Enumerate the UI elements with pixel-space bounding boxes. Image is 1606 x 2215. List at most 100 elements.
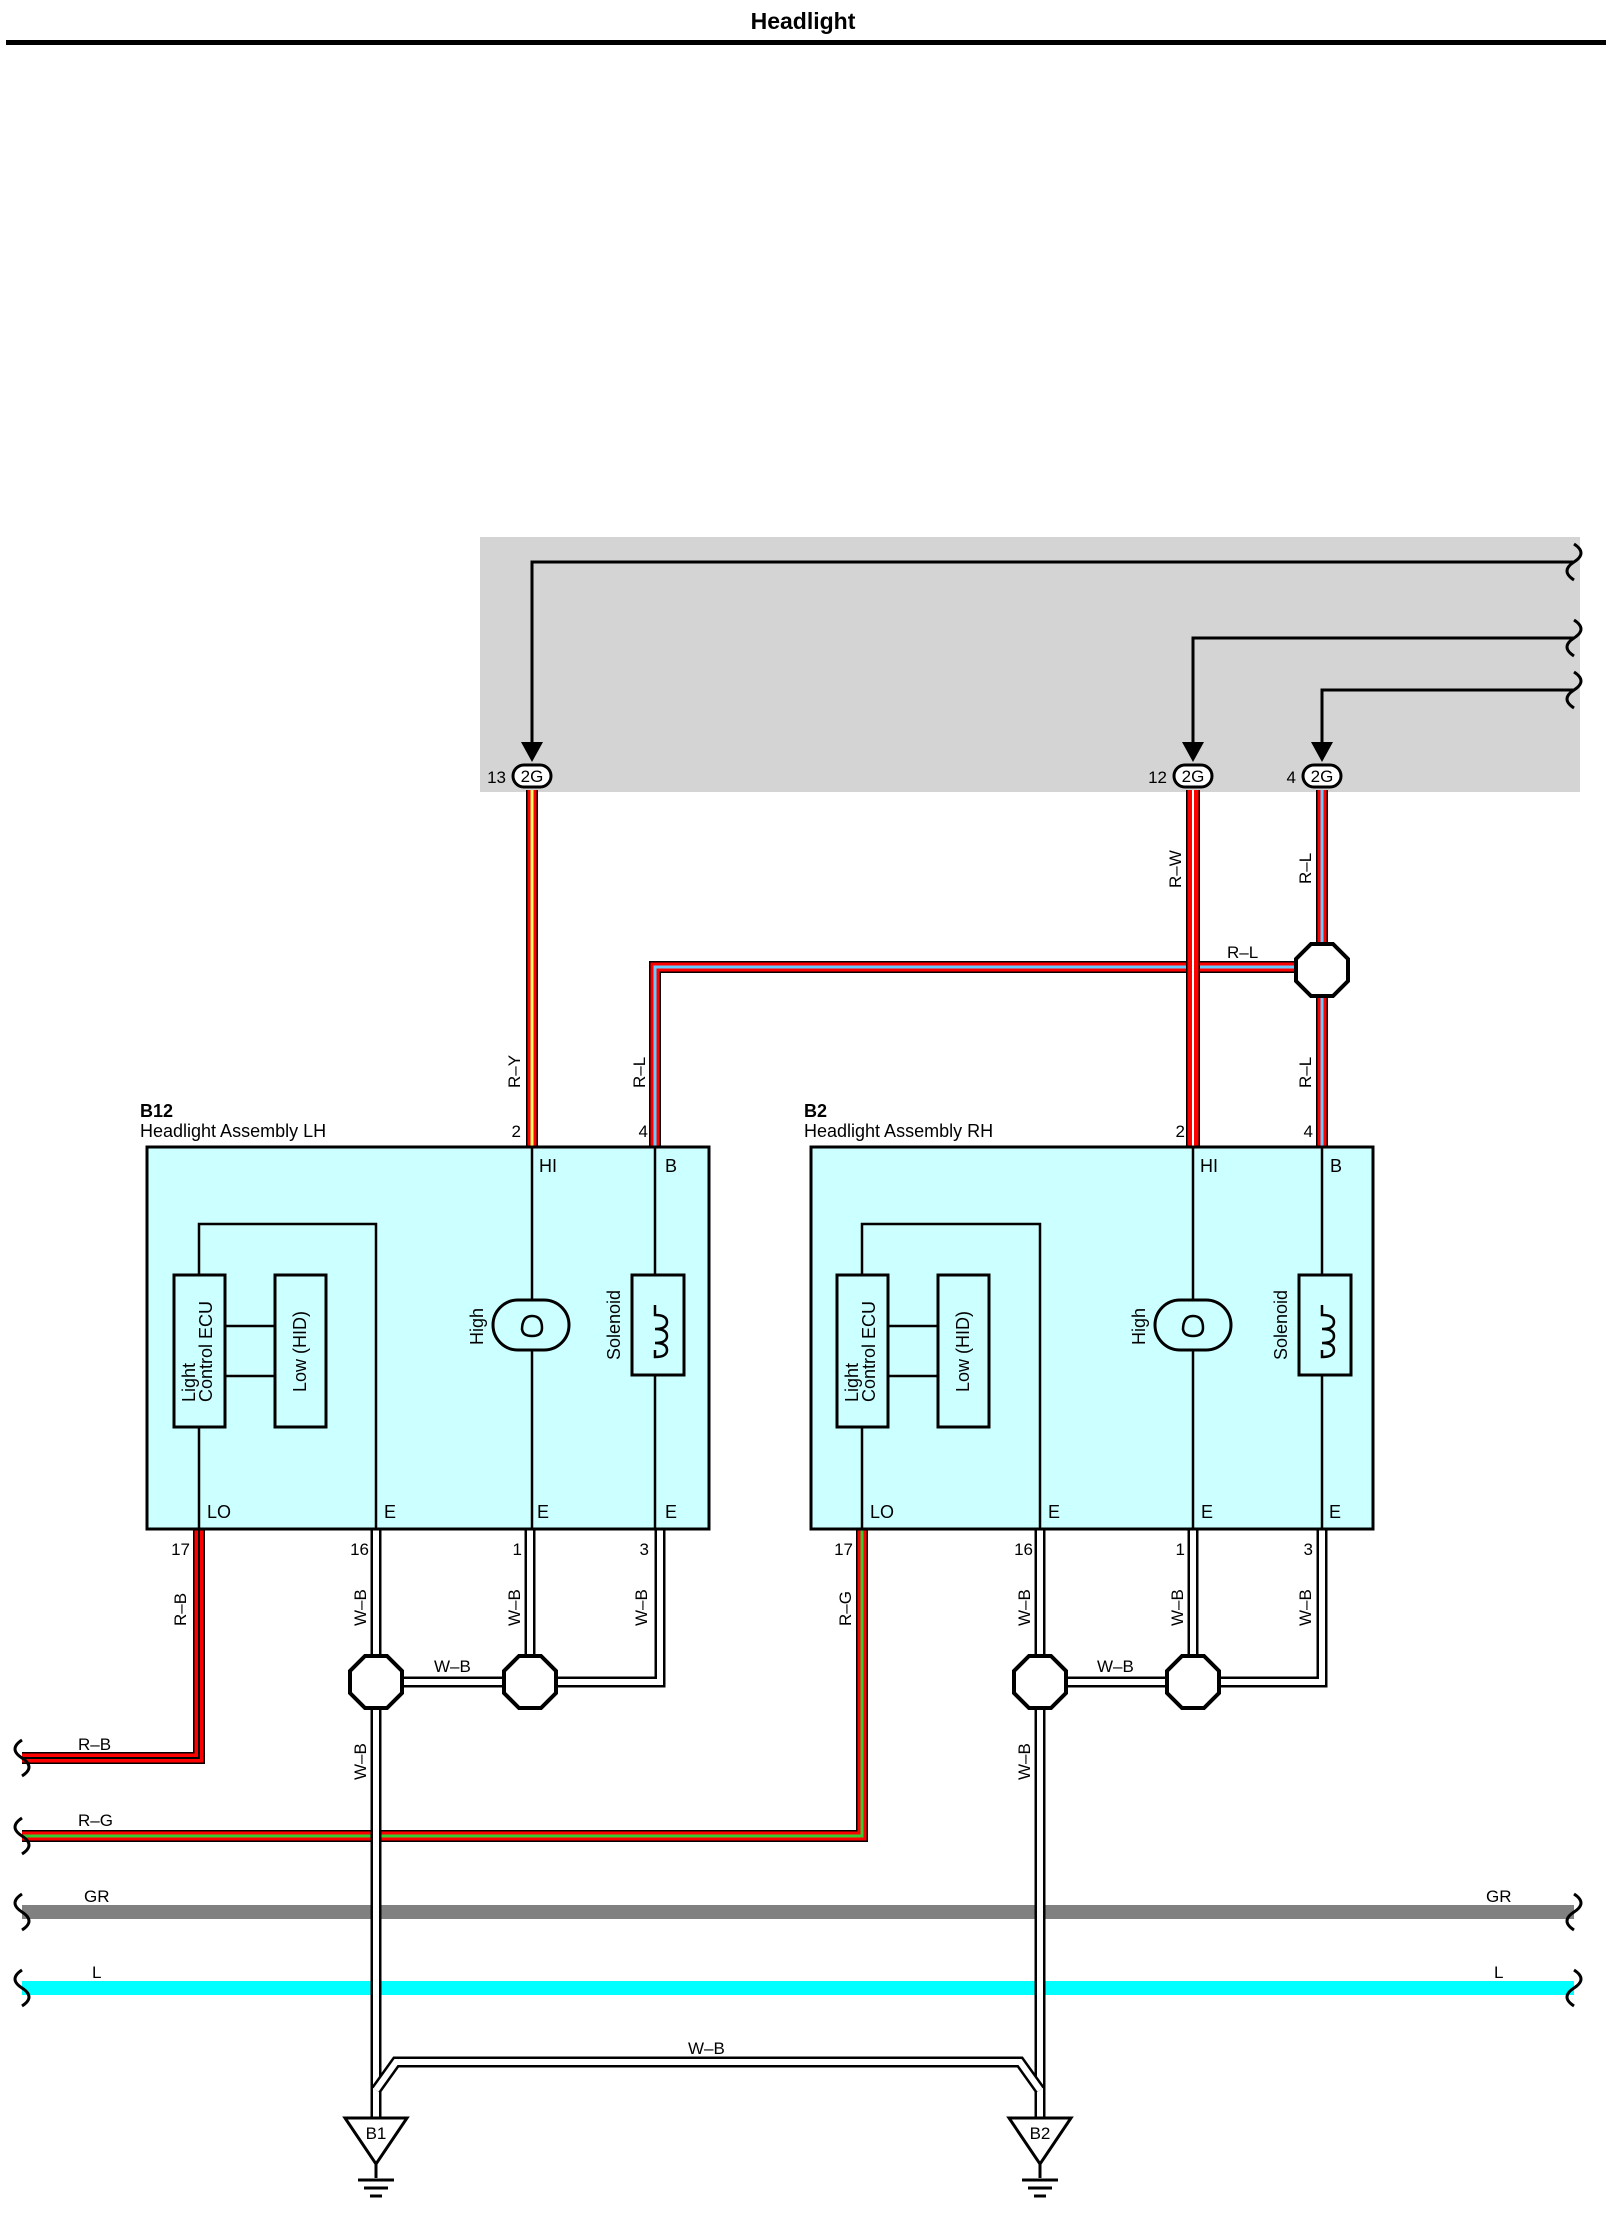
component-id-lh: B12 [140, 1101, 173, 1121]
solenoid-coil-icon [653, 1305, 669, 1359]
terminal-e: E [1329, 1502, 1341, 1522]
wire-w-b-ground-link [371, 2056, 1045, 2094]
pin-hi-lh: 2 [512, 1122, 521, 1141]
ground-b2: B2 [1006, 2116, 1074, 2198]
wire-label-w-b: W–B [351, 1589, 370, 1626]
filament-icon [520, 1314, 544, 1338]
connector-label: 2G [1311, 767, 1334, 786]
connector-pin: 4 [1287, 768, 1296, 787]
solenoid-rh [1297, 1273, 1353, 1377]
high-label: High [1129, 1308, 1149, 1345]
wire-label-w-b: W–B [1015, 1743, 1034, 1780]
pin-b-lh: 4 [639, 1122, 648, 1141]
wire-label-gr: GR [84, 1887, 110, 1906]
connector-13-2g: 2G 13 [487, 763, 553, 789]
pin-e3-lh: 3 [640, 1540, 649, 1559]
wire-label-w-b: W–B [1015, 1589, 1034, 1626]
ground-label: B1 [366, 2124, 387, 2143]
pin-b-rh: 4 [1304, 1122, 1313, 1141]
wire-label-r-l: R–L [630, 1057, 649, 1088]
terminal-lo: LO [207, 1502, 231, 1522]
wire-label-l: L [92, 1963, 101, 1982]
high-beam-bulb-lh [491, 1298, 571, 1352]
pin-e1-rh: 16 [1014, 1540, 1033, 1559]
ecu-label-line1: Light [179, 1363, 199, 1402]
solenoid-label: Solenoid [604, 1290, 624, 1360]
wire-label-w-b: W–B [351, 1743, 370, 1780]
component-id-rh: B2 [804, 1101, 827, 1121]
title-rule [6, 40, 1606, 45]
connector-pin: 13 [487, 768, 506, 787]
pin-hi-rh: 2 [1176, 1122, 1185, 1141]
high-beam-bulb-rh [1153, 1298, 1233, 1352]
wire-label-w-b: W–B [505, 1589, 524, 1626]
pin-e2-rh: 1 [1176, 1540, 1185, 1559]
component-name-lh: Headlight Assembly LH [140, 1121, 326, 1141]
connector-label: 2G [521, 767, 544, 786]
ground-label: B2 [1030, 2124, 1051, 2143]
component-name-rh: Headlight Assembly RH [804, 1121, 993, 1141]
light-control-ecu-rh [835, 1273, 890, 1429]
wire-label-w-b: W–B [1168, 1589, 1187, 1626]
wire-label-r-l: R–L [1296, 853, 1315, 884]
pin-e3-rh: 3 [1304, 1540, 1313, 1559]
ground-b1: B1 [342, 2116, 410, 2198]
headlight-assembly-rh: Light Control ECU Low (HID) High Solenoi… [809, 1145, 1375, 1531]
wire-label-w-b: W–B [1097, 1657, 1134, 1676]
low-hid-label: Low (HID) [290, 1311, 310, 1392]
wire-label-l: L [1494, 1963, 1503, 1982]
wire-label-r-w: R–W [1166, 850, 1185, 888]
wire-label-gr: GR [1486, 1887, 1512, 1906]
upstream-shaded-area [480, 537, 1580, 792]
terminal-b: B [665, 1156, 677, 1176]
terminal-e: E [384, 1502, 396, 1522]
wire-r-l-lh [649, 961, 1295, 1147]
page-title: Headlight [750, 8, 856, 34]
pin-e1-lh: 16 [350, 1540, 369, 1559]
high-label: High [467, 1308, 487, 1345]
wire-w-b-rh [1034, 1530, 1328, 2125]
connector-12-2g: 2G 12 [1148, 763, 1214, 789]
connector-pin: 12 [1148, 768, 1167, 787]
terminal-b: B [1330, 1156, 1342, 1176]
wire-label-w-b: W–B [632, 1589, 651, 1626]
upstream-arrows [521, 742, 1333, 762]
wire-r-g [22, 1530, 868, 1842]
low-hid-lamp-lh [273, 1273, 328, 1429]
terminal-hi: HI [539, 1156, 557, 1176]
connector-4-2g: 2G 4 [1287, 763, 1343, 789]
terminal-e: E [665, 1502, 677, 1522]
wire-label-r-b: R–B [78, 1735, 111, 1754]
wire-label-r-y: R–Y [505, 1055, 524, 1088]
solenoid-label: Solenoid [1271, 1290, 1291, 1360]
wire-label-r-g: R–G [836, 1591, 855, 1626]
connector-label: 2G [1182, 767, 1205, 786]
ecu-label-line1: Light [842, 1363, 862, 1402]
wire-label-w-b: W–B [688, 2039, 725, 2058]
pin-lo-rh: 17 [834, 1540, 853, 1559]
splice-w-b [348, 1654, 1221, 1710]
terminal-e: E [1201, 1502, 1213, 1522]
terminal-hi: HI [1200, 1156, 1218, 1176]
wire-label-r-b: R–B [171, 1593, 190, 1626]
low-hid-label: Low (HID) [953, 1311, 973, 1392]
light-control-ecu-lh [172, 1273, 227, 1429]
terminal-e: E [537, 1502, 549, 1522]
wire-label-w-b: W–B [1296, 1589, 1315, 1626]
terminal-lo: LO [870, 1502, 894, 1522]
wire-label-r-l: R–L [1296, 1057, 1315, 1088]
solenoid-coil-icon [1320, 1305, 1336, 1359]
ecu-label-line2: Control ECU [196, 1301, 216, 1402]
wire-label-w-b: W–B [434, 1657, 471, 1676]
splice-r-l [1294, 942, 1350, 998]
wire-r-b [22, 1530, 205, 1764]
terminal-e: E [1048, 1502, 1060, 1522]
pin-lo-lh: 17 [171, 1540, 190, 1559]
solenoid-lh [630, 1273, 686, 1377]
wire-label-r-l: R–L [1227, 943, 1258, 962]
left-breaks [13, 1738, 1583, 2008]
upstream-lines [530, 542, 1583, 750]
headlight-assembly-lh: Light Control ECU Low (HID) High Solenoi… [145, 1145, 711, 1531]
pin-e2-lh: 1 [513, 1540, 522, 1559]
